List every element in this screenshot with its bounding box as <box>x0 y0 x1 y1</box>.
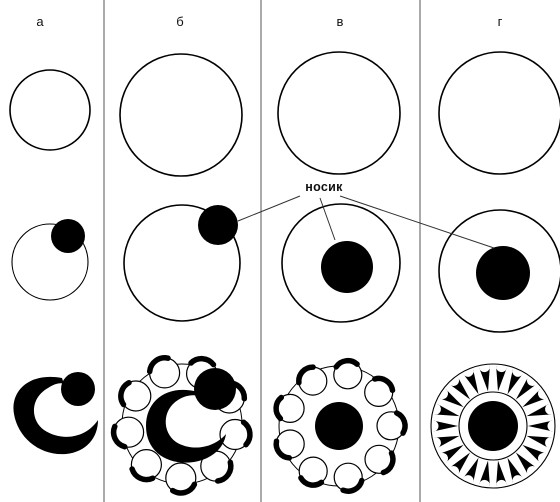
circle-a1 <box>10 70 90 150</box>
column-headers: а б в г <box>36 14 502 29</box>
callout: носик <box>238 180 494 248</box>
pattern-g3 <box>431 364 555 488</box>
callout-label: носик <box>305 180 343 194</box>
leader-line-g <box>340 196 494 248</box>
row-1-outline-circles <box>10 52 560 176</box>
column-label-v: в <box>337 14 344 29</box>
circle-v1 <box>278 52 400 174</box>
center-dot-g2 <box>476 246 530 300</box>
leader-line-b <box>238 196 300 221</box>
sunburst-ray <box>496 366 507 392</box>
sunburst-ray <box>508 458 523 483</box>
row-2 <box>12 204 560 332</box>
sunburst-ray <box>496 461 507 487</box>
sunburst-ray <box>463 369 478 394</box>
spout-dot-a2 <box>51 219 85 253</box>
spout-dot-b3 <box>194 368 236 410</box>
circle-b1 <box>120 54 242 176</box>
sunburst-ray <box>463 458 478 483</box>
spout-dot-a3 <box>61 372 95 406</box>
column-label-b: б <box>176 14 183 29</box>
pattern-v3 <box>276 361 405 492</box>
column-label-a: а <box>36 14 44 29</box>
sunburst-ray <box>528 421 553 432</box>
spout-dot-b2 <box>198 205 238 245</box>
sunburst-ray <box>527 404 553 416</box>
pattern-a3 <box>13 372 98 454</box>
sunburst-ray <box>479 366 490 392</box>
center-dot-v2 <box>321 241 373 293</box>
sunburst-ray <box>527 436 553 448</box>
pattern-b3 <box>114 358 250 493</box>
center-dot-v3 <box>315 402 363 450</box>
sunburst-ray <box>508 369 523 394</box>
sunburst-ray <box>479 461 490 487</box>
row-3 <box>13 358 555 493</box>
sunburst-ray <box>433 421 458 432</box>
sunburst-ray <box>434 404 460 416</box>
center-dot-g3 <box>468 401 518 451</box>
sunburst-ray <box>434 436 460 448</box>
column-label-g: г <box>498 14 503 29</box>
circle-g1 <box>439 52 560 174</box>
